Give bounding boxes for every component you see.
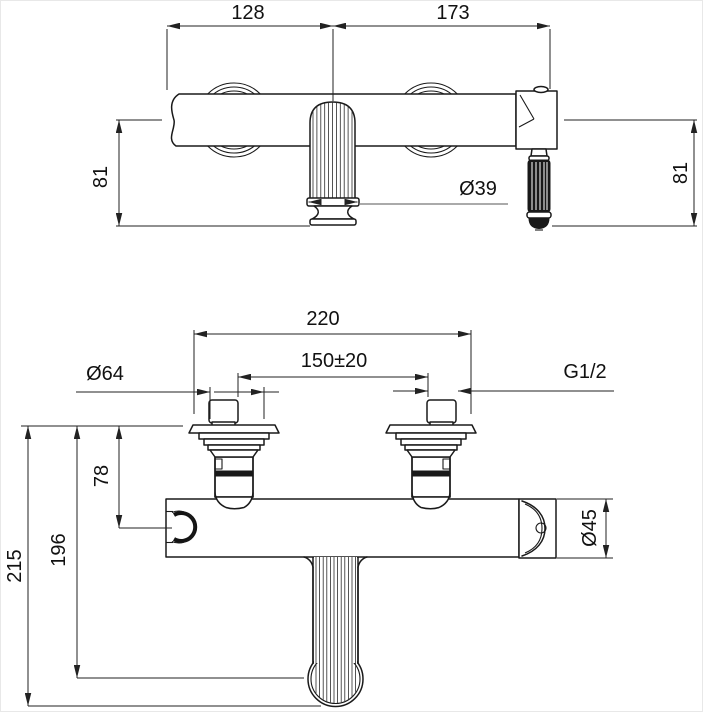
faucet-body-front-view xyxy=(165,498,520,558)
dim-label-g12: G1/2 xyxy=(561,361,609,383)
top-view-drawing xyxy=(115,22,698,231)
dim-label-173: 173 xyxy=(434,2,472,24)
dim-label-81-left: 81 xyxy=(90,163,112,191)
dim-label-78: 78 xyxy=(91,462,113,490)
end-cap xyxy=(518,498,557,559)
escutcheon-left xyxy=(188,399,280,510)
spout-front-view xyxy=(303,556,368,708)
dim-label-215: 215 xyxy=(4,547,26,585)
dim-label-d39: Ø39 xyxy=(457,178,499,200)
dim-top-widths xyxy=(166,22,551,101)
dim-label-d64: Ø64 xyxy=(84,363,126,385)
diverter-lever xyxy=(518,94,535,128)
dim-78 xyxy=(115,426,172,529)
escutcheon-right xyxy=(385,399,477,510)
dim-39 xyxy=(308,198,508,206)
spout-flutes-top xyxy=(312,102,353,199)
dim-81-right xyxy=(552,119,698,227)
diverter-knob xyxy=(533,85,549,94)
dim-label-128: 128 xyxy=(229,2,267,24)
dim-label-d45: Ø45 xyxy=(579,507,601,549)
cap-screw-hole xyxy=(535,522,547,534)
dim-220 xyxy=(193,330,472,414)
dim-label-196: 196 xyxy=(48,531,70,569)
hose-hook xyxy=(166,510,198,544)
front-view-drawing xyxy=(21,330,614,708)
dim-150 xyxy=(237,373,429,397)
dim-196 xyxy=(73,426,304,679)
lever-handle-top-view xyxy=(526,148,552,231)
dim-81-left xyxy=(115,119,310,227)
dim-64 xyxy=(76,387,279,419)
dim-45 xyxy=(557,498,613,559)
dim-label-220: 220 xyxy=(304,308,342,330)
dim-215 xyxy=(24,426,321,707)
dim-label-150: 150±20 xyxy=(298,350,370,372)
dim-label-81-right: 81 xyxy=(670,159,692,187)
